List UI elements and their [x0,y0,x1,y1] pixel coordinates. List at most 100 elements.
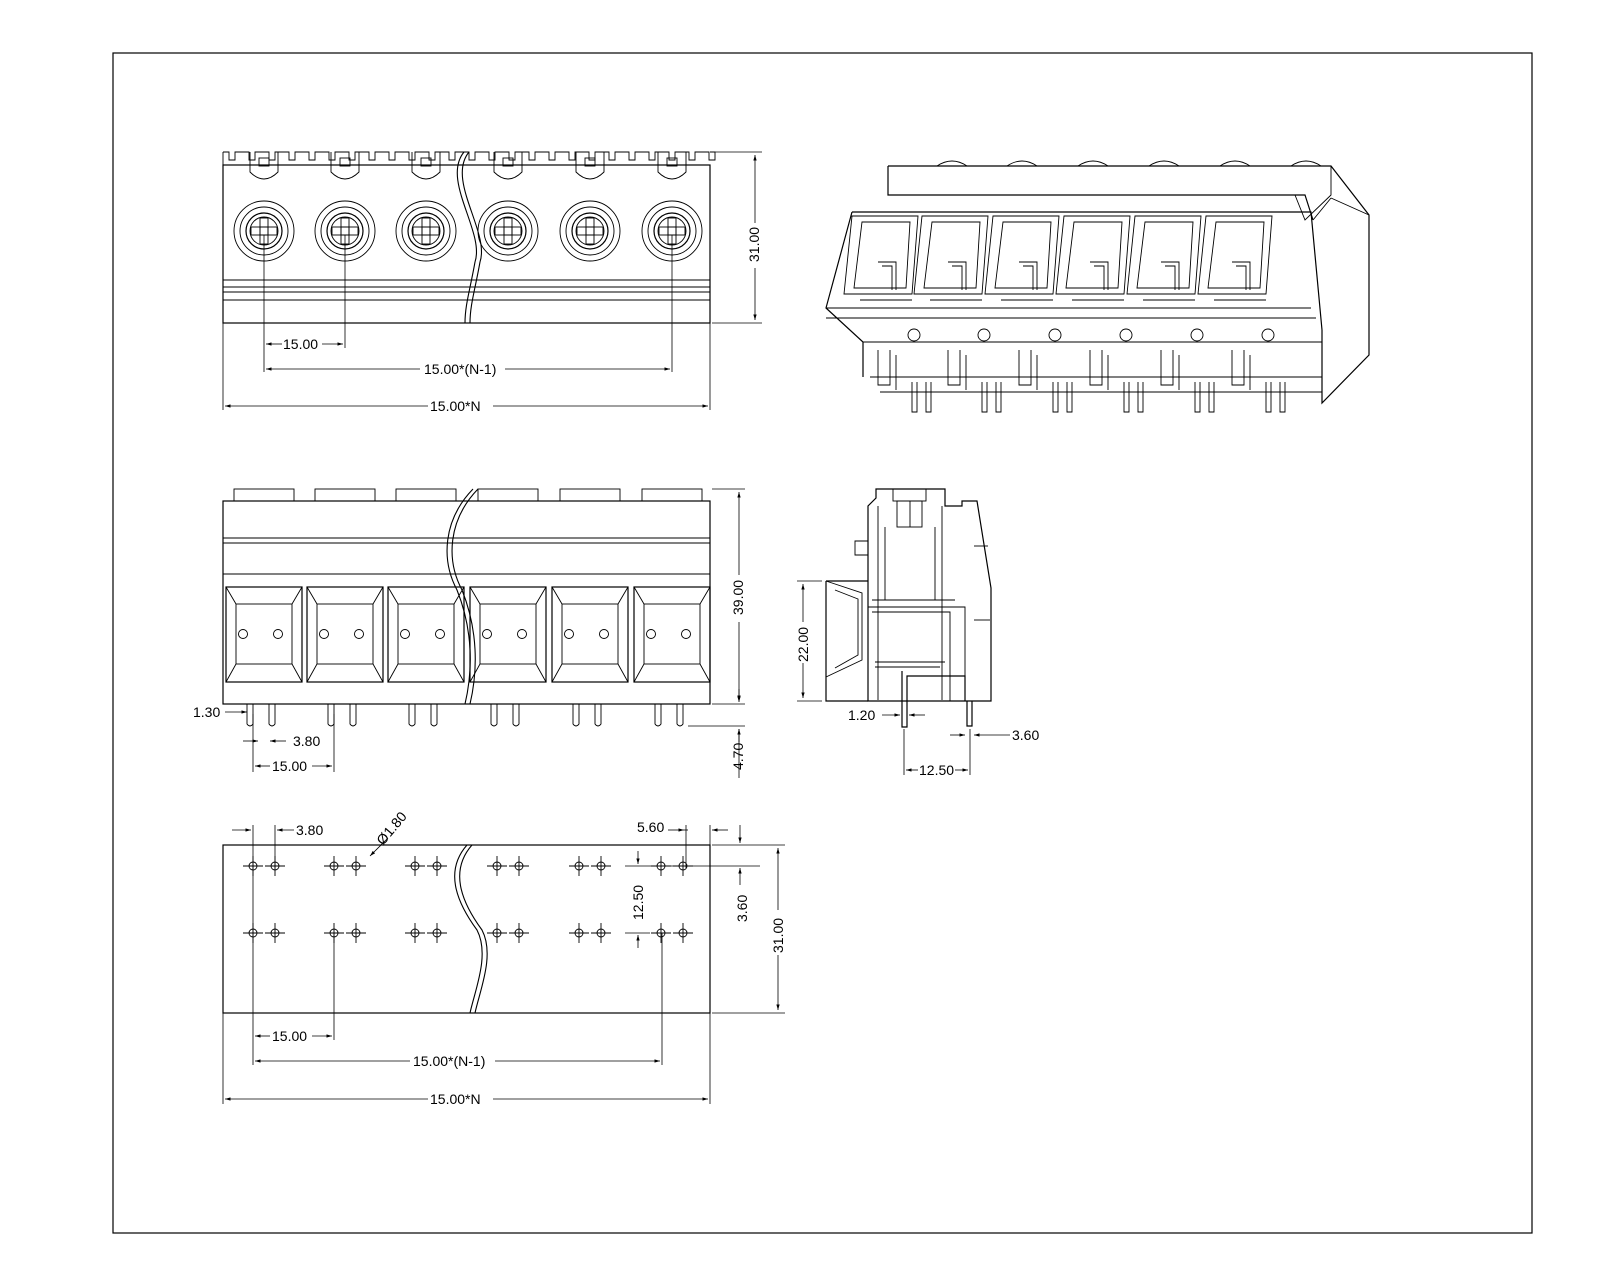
tab-slot [339,157,351,167]
pcb-hole [324,856,344,876]
screw-head [395,200,457,262]
solder-pin [408,704,416,727]
drawing-frame [112,52,1533,1234]
solder-pins [246,704,684,727]
dim-side-row-spacing: 12.50 [919,762,954,778]
dim-bottom-span-n: 15.00*N [430,1091,481,1107]
dim-front-height: 39.00 [730,580,746,615]
front-view: 39.00 1.30 3.80 15.00 4.70 [193,488,746,778]
side-view: 22.00 1.20 3.60 12.50 [795,488,1039,778]
pcb-hole [405,923,425,943]
iso-wire-entry [984,215,1062,390]
pcb-hole [346,923,366,943]
screw-tab [411,152,441,180]
screw-tab [249,152,279,180]
wire-entry-box [225,586,303,683]
dim-side-height: 22.00 [795,627,811,662]
solder-pin [430,704,438,727]
iso-screw-top [1148,160,1180,167]
dim-bottom-edge-offset: 5.60 [637,819,664,835]
iso-wire-entry [913,215,991,390]
dim-bottom-pin-spacing: 3.80 [296,822,323,838]
wire-entry-box [387,586,465,683]
tab-slot [666,157,678,167]
screw-heads [233,200,703,262]
solder-pin [676,704,684,727]
pcb-hole [405,856,425,876]
solder-pin [246,704,254,727]
iso-screw-tops [936,160,1322,167]
isometric-view [825,160,1370,413]
pcb-hole [651,923,671,943]
solder-pin [512,704,520,727]
screw-cap [559,488,621,502]
iso-pin [1265,382,1272,413]
dim-top-pitch: 15.00 [283,336,318,352]
iso-pin [1066,382,1073,413]
solder-pin [327,704,335,727]
dim-top-span-n: 15.00*N [430,398,481,414]
iso-pin [1208,382,1215,413]
iso-pin [1279,382,1286,413]
screw-tab [657,152,687,180]
dim-side-pin-offset: 3.60 [1012,727,1039,743]
pcb-hole [569,856,589,876]
screw-cap [641,488,703,502]
iso-wire-entries [843,215,1275,390]
pcb-hole [591,856,611,876]
pcb-hole [427,923,447,943]
dim-bottom-row-spacing: 12.50 [630,885,646,920]
iso-wire-entry [1126,215,1204,390]
pcb-hole [487,923,507,943]
dim-front-pin-len: 4.70 [730,743,746,770]
dim-bottom-hole-dia: Ø1.80 [373,808,410,848]
pcb-hole [346,856,366,876]
dim-bottom-span-n1: 15.00*(N-1) [413,1053,485,1069]
solder-pin [268,704,276,727]
solder-pin [490,704,498,727]
tab-slot [584,157,596,167]
solder-pin [572,704,580,727]
pcb-hole [509,923,529,943]
dim-bottom-height: 31.00 [770,918,786,953]
iso-pin [981,382,988,413]
iso-screw-top [1006,160,1038,167]
break-line-top [461,151,482,324]
pcb-hole [427,856,447,876]
dim-front-pitch: 15.00 [272,758,307,774]
iso-screw-top [1290,160,1322,167]
iso-wire-entry [1197,215,1275,390]
solder-pin [594,704,602,727]
wire-entry-box [551,586,629,683]
iso-wire-entry [843,215,921,390]
break-line-bottom [459,844,488,1014]
dim-side-pin-dia: 1.20 [848,707,875,723]
iso-pin [911,382,918,413]
pcb-hole [569,923,589,943]
wire-entry-box [633,586,711,683]
screw-cap [395,488,457,502]
pcb-hole [673,923,693,943]
screw-cap [233,488,295,502]
top-edge-notches [223,151,716,161]
pcb-holes [243,856,693,943]
iso-pin [1137,382,1144,413]
tab-slot [420,157,432,167]
dim-front-pin-spacing: 3.80 [293,733,320,749]
iso-screw-top [1077,160,1109,167]
pcb-hole [265,923,285,943]
screw-head [559,200,621,262]
wire-entry-boxes [225,586,711,683]
screw-tab [493,152,523,180]
wire-entry-box [469,586,547,683]
dim-bottom-pitch: 15.00 [272,1028,307,1044]
dim-bottom-row-offset: 3.60 [734,895,750,922]
pcb-hole [487,856,507,876]
screw-head [477,200,539,262]
solder-pin [654,704,662,727]
iso-wire-entry [1055,215,1133,390]
iso-pin [1052,382,1059,413]
iso-pins [911,382,1286,413]
top-view: 15.00 15.00*(N-1) 15.00*N 31.00 [222,151,762,414]
